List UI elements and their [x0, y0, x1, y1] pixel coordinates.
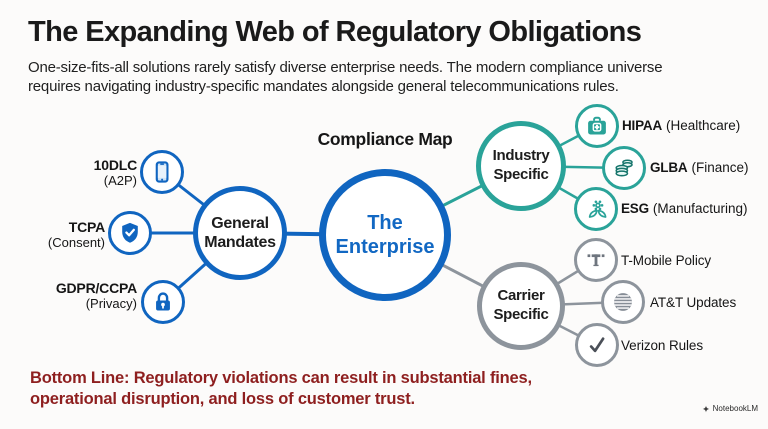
label-gdpr-ccpa-name: GDPR/CCPA: [55, 280, 137, 296]
leaf-tcpa: [108, 211, 152, 255]
label-hipaa-sub: (Healthcare): [666, 118, 741, 133]
shield-check-icon: [122, 222, 138, 243]
industry-line-2: Specific: [493, 166, 549, 183]
subtitle-line-2: requires navigating industry-specific ma…: [28, 78, 619, 95]
att-globe-icon: [614, 293, 632, 311]
coins-icon: [615, 159, 633, 177]
leaf-tmobile: [574, 238, 618, 282]
leaf-hipaa: [575, 104, 619, 148]
label-hipaa: HIPAA(Healthcare): [622, 118, 740, 134]
lock-icon: [156, 292, 170, 311]
checkmark-icon: [589, 337, 605, 353]
enterprise-line-1: The: [367, 212, 403, 234]
general-line-2: Mandates: [204, 234, 276, 251]
leaf-att: [601, 280, 645, 324]
bottom-line-2: operational disruption, and loss of cust…: [30, 390, 415, 408]
industry-line-1: Industry: [492, 147, 550, 165]
label-gdpr-ccpa: GDPR/CCPA (Privacy): [25, 280, 137, 312]
label-esg-sub: (Manufacturing): [652, 201, 748, 216]
label-10dlc-sub: (A2P): [103, 173, 137, 188]
label-tcpa: TCPA (Consent): [10, 219, 105, 251]
label-tmobile-policy: T-Mobile Policy: [621, 253, 711, 269]
label-verizon-rules: Verizon Rules: [621, 338, 703, 354]
label-glba-sub: (Finance): [691, 160, 749, 175]
label-esg: ESG(Manufacturing): [621, 201, 747, 217]
leaf-glba: [602, 146, 646, 190]
label-tmobile-policy-text: T-Mobile Policy: [621, 253, 712, 268]
carrier-line-1: Carrier: [497, 287, 545, 305]
label-glba-name: GLBA: [650, 160, 688, 175]
label-10dlc: 10DLC (A2P): [30, 157, 138, 189]
tmobile-logo-icon: [587, 254, 605, 267]
subtitle-line-1: One-size-fits-all solutions rarely satis…: [28, 59, 663, 76]
bottom-line-1: Bottom Line: Regulatory violations can r…: [30, 369, 532, 387]
subtitle: One-size-fits-all solutions rarely satis…: [28, 58, 663, 96]
enterprise-line-2: Enterprise: [335, 236, 435, 258]
page-title: The Expanding Web of Regulatory Obligati…: [28, 16, 642, 48]
carrier-line-2: Specific: [493, 306, 549, 323]
leaf-gdpr-ccpa: [141, 280, 185, 324]
bottom-line: Bottom Line: Regulatory violations can r…: [30, 368, 532, 410]
smartphone-icon: [155, 161, 169, 183]
leaf-10dlc: [140, 150, 184, 194]
label-tcpa-sub: (Consent): [47, 235, 105, 250]
eco-flower-icon: [588, 200, 607, 218]
watermark: NotebookLM: [702, 404, 758, 413]
label-att-updates: AT&T Updates: [650, 295, 736, 311]
watermark-text: NotebookLM: [712, 404, 758, 413]
label-att-updates-text: AT&T Updates: [650, 295, 737, 310]
label-tcpa-name: TCPA: [68, 219, 105, 235]
leaf-verizon: [575, 323, 619, 367]
label-hipaa-name: HIPAA: [622, 118, 663, 133]
leaf-esg: [574, 187, 618, 231]
label-verizon-rules-text: Verizon Rules: [621, 338, 703, 353]
label-10dlc-name: 10DLC: [93, 157, 138, 173]
diagram-heading: Compliance Map: [317, 129, 453, 149]
label-esg-name: ESG: [621, 201, 649, 216]
medical-bag-icon: [588, 116, 606, 135]
general-line-1: General: [211, 214, 269, 232]
label-gdpr-ccpa-sub: (Privacy): [85, 296, 137, 311]
label-glba: GLBA(Finance): [650, 160, 748, 176]
notebooklm-logo-icon: [702, 405, 709, 412]
